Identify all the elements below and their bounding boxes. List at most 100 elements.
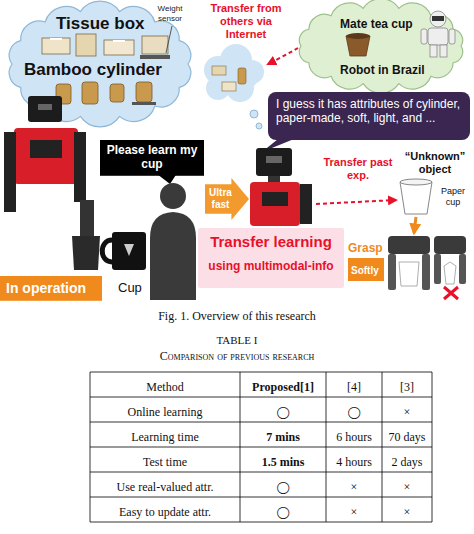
table-cell: Test time [143, 455, 187, 469]
speech-text: I guess it has attributes of cylinder, p… [276, 97, 462, 126]
action-label: Grasp [348, 241, 383, 255]
box-body: using multimodal-info [208, 259, 333, 273]
table-cell: 4 hours [336, 455, 372, 469]
text-holder: [4] [326, 377, 382, 395]
figure-caption: Fig. 1. Overview of this research [158, 309, 316, 323]
small-cloud [204, 44, 264, 129]
speech-box: Please learn my cup [100, 140, 204, 176]
grasp-arrow [414, 217, 416, 233]
text-holder: Fig. 1. Overview of this research [0, 306, 474, 324]
callout-label: Weight sensor [150, 4, 190, 23]
text-holder: 4 hours [326, 452, 382, 470]
transfer-arrow [268, 48, 298, 64]
text-holder: Mate tea cup [340, 14, 413, 32]
robot-name: Robot in Brazil [340, 63, 425, 77]
text-holder: TABLE I [0, 330, 474, 348]
text-holder: Grasp [348, 238, 383, 256]
process-arrow: Ultra fast [205, 178, 249, 220]
table-cell: × [404, 480, 411, 494]
text-holder: Easy to update attr. [90, 502, 240, 520]
cloud-heading: Bamboo cylinder [24, 60, 162, 80]
annotation: Transfer past exp. [318, 156, 398, 182]
object-label: Cup [118, 280, 142, 296]
text-holder: Please learn my cup [104, 143, 200, 172]
object-name: Mate tea cup [340, 17, 413, 31]
table-cell: × [404, 405, 411, 419]
text-holder: 70 days [382, 427, 432, 445]
status-text: In operation [6, 280, 86, 297]
text-holder: ◯ [240, 502, 326, 520]
text-holder: × [382, 477, 432, 495]
table-cell: [3] [400, 380, 414, 394]
robot-center [250, 148, 312, 226]
text-holder: ◯ [240, 477, 326, 495]
table-cell: 70 days [389, 430, 426, 444]
transfer-arrow [316, 200, 396, 204]
arrow-label: Ultra fast [207, 187, 234, 211]
table-cell: ◯ [276, 405, 289, 419]
table-title: TABLE I [217, 334, 258, 347]
text-holder: [3] [382, 377, 432, 395]
text-holder: 1.5 mins [240, 452, 326, 470]
text-holder: Transfer learning [202, 233, 340, 251]
gripper-soft [388, 236, 430, 290]
text-holder: Transfer past exp. [318, 156, 398, 183]
box-heading: Transfer learning [210, 233, 332, 251]
table-cell: × [351, 505, 358, 519]
text-holder: Tissue box [56, 14, 145, 34]
paper-cup-icon [400, 179, 432, 214]
text-holder: Softly [351, 260, 379, 278]
text-holder: “Unknown” object [400, 150, 470, 177]
text-holder: Cup [118, 278, 142, 296]
annotation: “Unknown” object [400, 150, 470, 176]
object-label: Paper cup [436, 186, 470, 208]
text-holder: Paper cup [436, 186, 470, 209]
table-cell: × [351, 480, 358, 494]
table-rules [90, 372, 432, 522]
table-cell: × [404, 505, 411, 519]
text-holder: Weight sensor [150, 4, 190, 25]
table-cell: ◯ [347, 405, 360, 419]
text-holder: Bamboo cylinder [24, 60, 162, 80]
table-cell: Learning time [131, 430, 199, 444]
mate-cup-icon [346, 33, 370, 56]
speech-text: Please learn my cup [104, 143, 200, 172]
table-cell: 7 mins [266, 430, 300, 444]
process-box: Transfer learning using multimodal-info [198, 228, 344, 288]
status-badge: In operation [0, 276, 102, 301]
text-holder: Learning time [90, 427, 240, 445]
cloud-heading: Tissue box [56, 14, 145, 34]
person-silhouette [150, 183, 196, 300]
text-holder: In operation [6, 279, 86, 297]
cloud-outline [290, 0, 472, 92]
annotation: Transfer from others via Internet [204, 2, 288, 42]
text-holder: Comparison of previous research [0, 346, 474, 364]
text-holder: × [382, 402, 432, 420]
text-holder: 7 mins [240, 427, 326, 445]
table-cell: Use real-valued attr. [117, 480, 214, 494]
table-cell: Proposed[1] [252, 380, 314, 394]
table-caption: Comparison of previous research [160, 349, 315, 363]
cloud-bubble: Mate tea cupRobot in Brazil [290, 0, 472, 92]
table-cell: Easy to update attr. [119, 505, 211, 519]
table-cell: ◯ [276, 505, 289, 519]
text-holder: × [326, 477, 382, 495]
mug-icon [102, 232, 146, 270]
text-holder: ◯ [326, 402, 382, 420]
text-holder: Online learning [90, 402, 240, 420]
speech-bubble: I guess it has attributes of cylinder, p… [268, 92, 470, 140]
text-holder: × [382, 502, 432, 520]
action-text: Softly [351, 265, 379, 277]
table-cell: 2 days [392, 455, 423, 469]
text-holder: Ultra fast [207, 187, 234, 212]
text-holder: Robot in Brazil [340, 60, 425, 78]
text-holder: Method [90, 377, 240, 395]
table-cell: 1.5 mins [262, 455, 305, 469]
table-cell: Online learning [128, 405, 203, 419]
text-holder: Test time [90, 452, 240, 470]
text-holder: Use real-valued attr. [90, 477, 240, 495]
text-holder: 2 days [382, 452, 432, 470]
text-holder: Proposed[1] [240, 377, 326, 395]
text-holder: I guess it has attributes of cylinder, p… [276, 97, 462, 126]
